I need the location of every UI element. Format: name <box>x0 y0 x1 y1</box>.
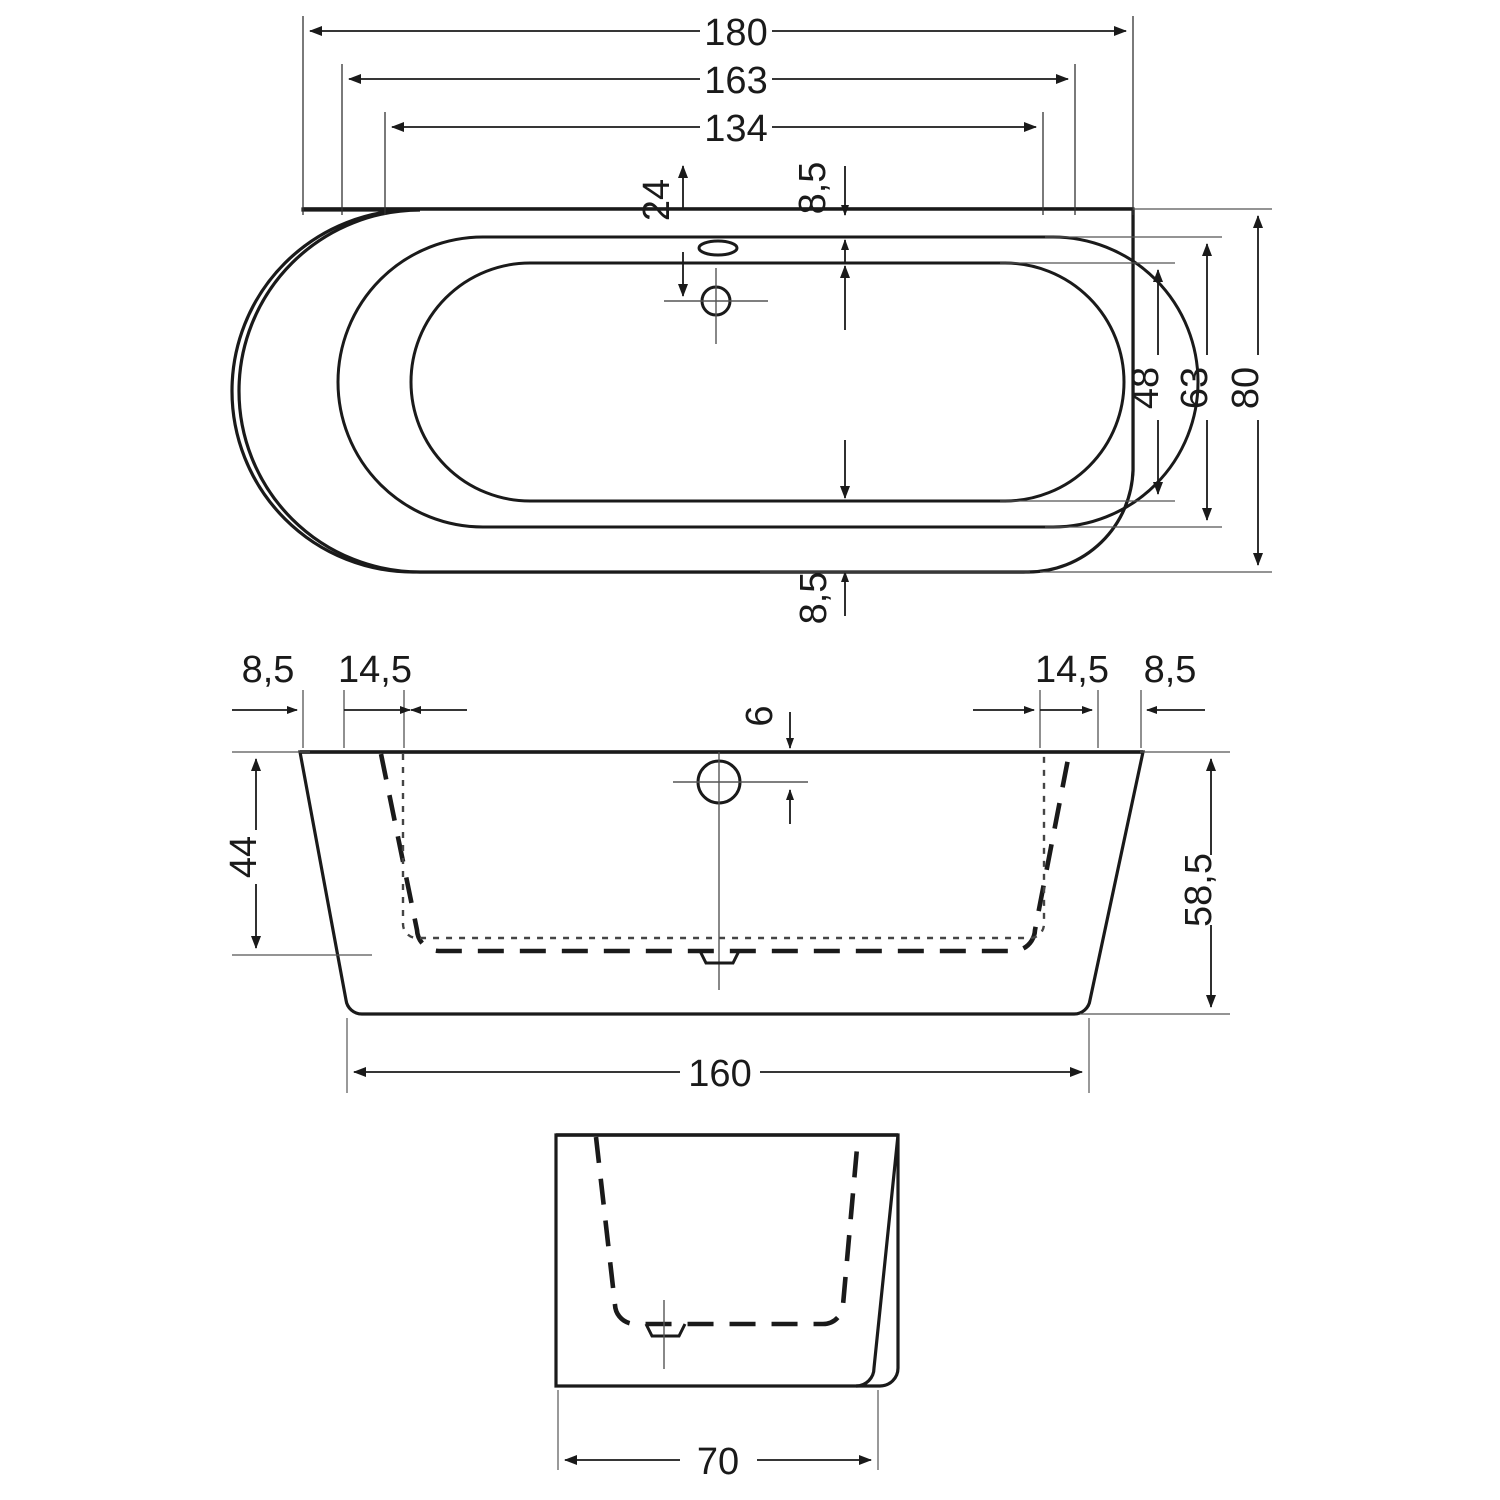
dim-80-label: 80 <box>1225 367 1267 409</box>
side-inner-bowl-dashed <box>593 1136 861 1327</box>
dim-85-front-left-label: 8,5 <box>242 649 295 691</box>
front-inner-lining-dotted <box>401 754 1046 940</box>
dim-160-label: 160 <box>688 1053 751 1095</box>
dim-85-bottom-label: 8,5 <box>793 572 835 625</box>
dim-85-front-right-label: 8,5 <box>1144 649 1197 691</box>
dim-180-label: 180 <box>704 12 767 54</box>
dim-6-label: 6 <box>739 705 781 726</box>
dim-48-label: 48 <box>1125 367 1167 409</box>
dim-85-top-label: 8,5 <box>792 162 834 215</box>
top-view-rim-outline <box>336 235 1200 529</box>
dim-24-label: 24 <box>636 179 678 221</box>
dim-134-label: 134 <box>704 108 767 150</box>
top-view-group: 180 163 134 24 8,5 <box>230 12 1272 625</box>
side-elevation-group: 70 <box>554 1133 900 1483</box>
front-elevation-group: 8,5 14,5 14,5 8,5 6 44 <box>223 649 1230 1095</box>
dim-163-label: 163 <box>704 60 767 102</box>
dim-44-label: 44 <box>223 836 265 878</box>
top-view-inner-outline <box>409 261 1126 503</box>
side-drain-waste-icon <box>644 1323 687 1338</box>
front-outer-outline <box>298 750 1145 1016</box>
dim-63-label: 63 <box>1174 367 1216 409</box>
dim-70-label: 70 <box>697 1441 739 1483</box>
side-right-slope <box>855 1134 900 1388</box>
drain-waste-icon <box>698 950 741 965</box>
overflow-oval-icon <box>697 239 739 257</box>
dim-145-front-left-label: 14,5 <box>338 649 412 691</box>
dim-585-label: 58,5 <box>1178 853 1220 927</box>
dim-145-front-right-label: 14,5 <box>1035 649 1109 691</box>
side-outer-outline <box>554 1133 900 1388</box>
